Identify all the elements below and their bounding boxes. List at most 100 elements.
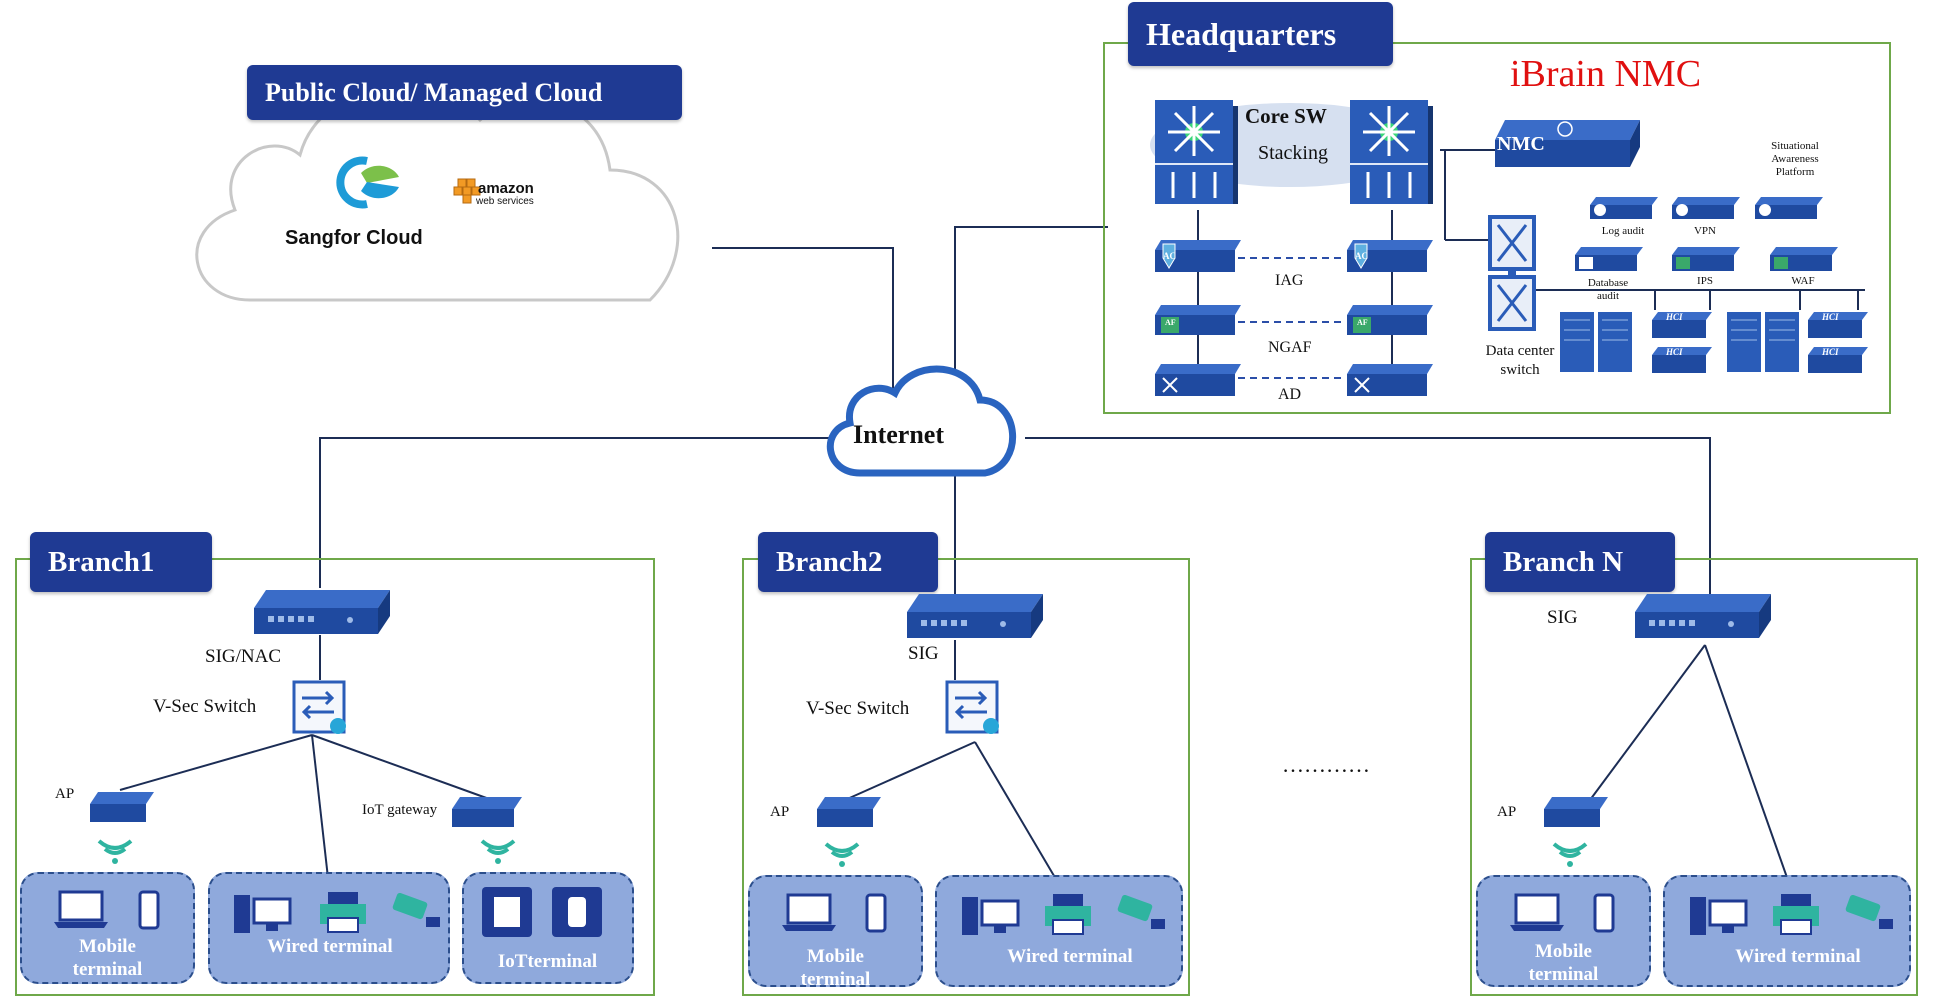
branch2-printer-icon [1045,894,1091,935]
iag-label: IAG [1275,272,1304,289]
branch1-mobile-group [20,872,195,984]
aws-logo-text: amazon [478,180,534,197]
branchN-laptop-icon [1510,893,1564,931]
branchN-desktop-icon [1690,897,1748,935]
branchN-printer-icon [1773,894,1819,935]
waf-label: WAF [1791,275,1815,287]
branch1-wifi-icon [97,839,133,864]
vpn-appliance-icon [1672,197,1740,219]
branch1-ap-icon [90,792,154,822]
branch2-vsec-label: V-Sec Switch [806,698,910,719]
branch1-ap-label: AP [55,786,75,802]
branch2-title: Branch2 [758,532,938,592]
hci-node-1-icon [1652,312,1712,338]
branch1-iot-label: IoTterminal [497,951,598,972]
branch1-iot-device-1-icon [482,887,532,937]
core-switch-1-icon [1155,100,1238,204]
situational-awareness-label: Situational Awareness Platform [1771,140,1819,178]
hci-node-4-icon [1808,347,1868,373]
hq-title: Headquarters [1128,2,1393,66]
ad-appliance-2-icon [1347,364,1433,396]
ad-label: AD [1278,386,1302,403]
branch1-title: Branch1 [30,532,212,592]
core-switch-2-icon [1350,100,1433,204]
branch1-iot-wifi-icon [480,839,516,864]
stacking-label: Stacking [1258,142,1328,164]
branchN-title: Branch N [1485,532,1675,592]
branch2-desktop-icon [962,897,1020,935]
ngaf-label: NGAF [1268,339,1312,356]
branch2-wifi-icon [824,842,860,867]
public-cloud-title: Public Cloud/ Managed Cloud [247,65,682,120]
vpn-label: VPN [1693,225,1716,237]
ad-appliance-1-icon [1155,364,1241,396]
af-badge-1: AF [1165,318,1176,327]
branchN-sig-label: SIG [1547,607,1578,628]
branch1-phone-icon [138,890,160,930]
dc-switch-label: Data center switch [1485,343,1555,378]
database-audit-label: Database audit [1587,277,1629,302]
branchN-ap-icon [1544,797,1608,827]
aws-cubes-icon [453,178,481,204]
branch1-wired-label: Wired terminal [267,936,393,957]
hci-badge-2: HCI [1666,347,1683,357]
branchN-frame [1470,558,1918,996]
branch2-mobile-label: Mobile terminal [800,946,871,990]
branchN-phone-icon [1593,893,1615,933]
hci-badge-4: HCI [1822,347,1839,357]
branch2-sig-appliance-icon [907,594,1043,638]
branch1-sig-label: SIG/NAC [205,646,282,667]
ngaf-appliance-1-icon [1155,305,1241,335]
branch1-laptop-icon [54,890,108,928]
branchN-mobile-group [1476,875,1651,987]
branch1-iot-device-2-icon [552,887,602,937]
branch2-frame [742,558,1190,996]
hq-frame [1103,42,1891,414]
ips-label: IPS [1697,275,1713,287]
log-audit-label: Log audit [1601,225,1645,237]
situational-awareness-appliance-icon [1755,197,1823,219]
branch1-vsec-label: V-Sec Switch [153,696,257,717]
ibrain-nmc-title: iBrain NMC [1510,53,1702,95]
ips-appliance-icon [1672,247,1740,271]
branchN-camera-icon [1845,895,1893,929]
branch1-mobile-label: Mobile terminal [72,936,143,980]
branch-ellipsis: ………… [1282,752,1370,777]
hci-node-2-icon [1652,347,1712,373]
server-rack-2-icon [1727,312,1799,372]
branch1-desktop-icon [234,895,292,933]
nmc-label: NMC [1497,133,1545,155]
branch2-phone-icon [865,893,887,933]
hci-node-3-icon [1808,312,1868,338]
branch1-vsec-switch-icon [292,680,346,734]
branchN-ap-label: AP [1497,804,1517,820]
branchN-wifi-icon [1552,842,1588,867]
sangfor-cloud-logo [336,156,399,209]
iag-appliance-1-icon [1155,240,1241,272]
aws-logo-subtext: web services [476,196,534,207]
ac-badge-1: AC [1163,251,1176,261]
branch2-laptop-icon [782,893,836,931]
log-audit-appliance-icon [1590,197,1658,219]
branch1-frame [15,558,655,996]
branch2-ap-label: AP [770,804,790,820]
server-rack-1-icon [1560,312,1632,372]
iag-appliance-2-icon [1347,240,1433,272]
branchN-mobile-label: Mobile terminal [1528,941,1599,985]
branch2-vsec-switch-icon [945,680,999,734]
core-sw-label: Core SW [1245,104,1327,128]
nmc-appliance-icon [1495,120,1640,167]
af-badge-2: AF [1357,318,1368,327]
branch1-printer-icon [320,892,366,933]
ngaf-appliance-2-icon [1347,305,1433,335]
branchN-sig-appliance-icon [1635,594,1771,638]
hci-badge-3: HCI [1822,312,1839,322]
branch2-mobile-group [748,875,923,987]
branch1-iot-gateway-icon [452,797,522,827]
internet-label: Internet [853,420,944,449]
dc-switch-icon [1488,215,1536,331]
branchN-wired-label: Wired terminal [1735,946,1861,967]
branch2-sig-label: SIG [908,643,939,664]
waf-appliance-icon [1770,247,1838,271]
